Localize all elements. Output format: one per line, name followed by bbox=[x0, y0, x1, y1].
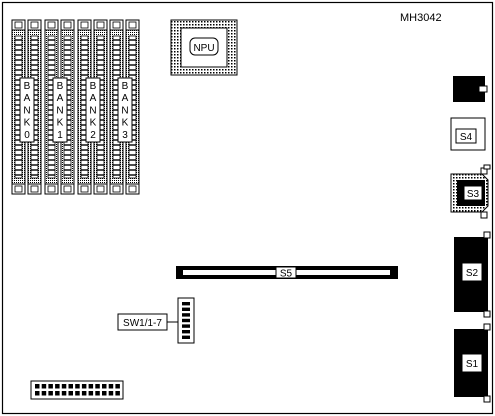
dip-lever bbox=[182, 307, 190, 311]
bank-letter: B bbox=[57, 81, 64, 92]
header-pin bbox=[48, 391, 53, 396]
bank-letter: K bbox=[57, 118, 64, 129]
expansion-slot-s5-label: S5 bbox=[280, 269, 293, 280]
bank-letter: A bbox=[90, 93, 97, 104]
header-pin bbox=[68, 391, 73, 396]
header-pin bbox=[61, 391, 67, 396]
memory-socket bbox=[44, 19, 59, 195]
connector-s1-label: S1 bbox=[466, 359, 479, 370]
bank-letter: 3 bbox=[122, 130, 128, 141]
bank-letter: B bbox=[122, 81, 129, 92]
figure-id: MH3042 bbox=[400, 12, 442, 24]
edge-tab bbox=[483, 164, 491, 170]
npu-label: NPU bbox=[193, 43, 214, 54]
header-pin bbox=[108, 384, 114, 389]
dip-lever bbox=[182, 335, 190, 339]
header-pin bbox=[102, 384, 107, 389]
bank-letter: 1 bbox=[57, 130, 63, 141]
header-pin bbox=[55, 391, 60, 396]
bank-letter: B bbox=[90, 81, 97, 92]
bank-letter: K bbox=[122, 118, 129, 129]
dip-switch-label: SW1/1-7 bbox=[123, 318, 162, 329]
header-pin bbox=[75, 384, 80, 389]
npu-socket: NPU bbox=[170, 19, 238, 76]
bank-letter: 0 bbox=[24, 130, 30, 141]
dip-lever bbox=[182, 330, 190, 334]
connector-s4-label: S4 bbox=[460, 132, 473, 143]
header-pin bbox=[108, 391, 114, 396]
header-pin bbox=[88, 384, 94, 389]
header-pin bbox=[41, 391, 47, 396]
header-pin bbox=[115, 384, 120, 389]
dip-lever bbox=[182, 313, 190, 317]
header-pin bbox=[35, 384, 40, 389]
dip-lever bbox=[182, 318, 190, 323]
memory-socket bbox=[77, 19, 92, 195]
header-pin bbox=[95, 384, 100, 389]
connector-s3: S3 bbox=[450, 167, 489, 219]
bank-letter: A bbox=[122, 93, 129, 104]
bank-letter: K bbox=[24, 118, 31, 129]
bank-letter: 2 bbox=[90, 130, 96, 141]
dip-lever bbox=[182, 302, 190, 306]
header-pin bbox=[102, 391, 107, 396]
header-pin bbox=[115, 391, 120, 396]
connector-top-right bbox=[453, 76, 488, 102]
dip-switch-sw1: SW1/1-7 bbox=[117, 297, 195, 344]
header-pin bbox=[48, 384, 53, 389]
expansion-slot-s5: S5 bbox=[176, 266, 398, 280]
bank-letter: A bbox=[57, 93, 64, 104]
connector-s2: S2 bbox=[454, 231, 491, 318]
connector-s3-label: S3 bbox=[467, 189, 480, 200]
header-pin bbox=[88, 391, 94, 396]
bank-letter: N bbox=[89, 105, 96, 116]
header-pin bbox=[35, 391, 40, 396]
header-pin bbox=[55, 384, 60, 389]
bank-letter: N bbox=[121, 105, 128, 116]
dip-lever bbox=[182, 324, 190, 328]
header-pin bbox=[95, 391, 100, 396]
bank-letter: K bbox=[90, 118, 97, 129]
header-pin bbox=[61, 384, 67, 389]
bank-letter: B bbox=[24, 81, 31, 92]
pin-header bbox=[30, 380, 124, 400]
header-pin bbox=[75, 391, 80, 396]
header-pin bbox=[81, 384, 87, 389]
bank-letter: A bbox=[24, 93, 31, 104]
bank-letter: N bbox=[23, 105, 30, 116]
header-pin bbox=[81, 391, 87, 396]
connector-s4: S4 bbox=[450, 117, 486, 151]
connector-s1: S1 bbox=[454, 323, 491, 403]
header-pin bbox=[68, 384, 73, 389]
connector-s2-label: S2 bbox=[466, 268, 479, 279]
bank-letter: N bbox=[56, 105, 63, 116]
header-pin bbox=[41, 384, 47, 389]
